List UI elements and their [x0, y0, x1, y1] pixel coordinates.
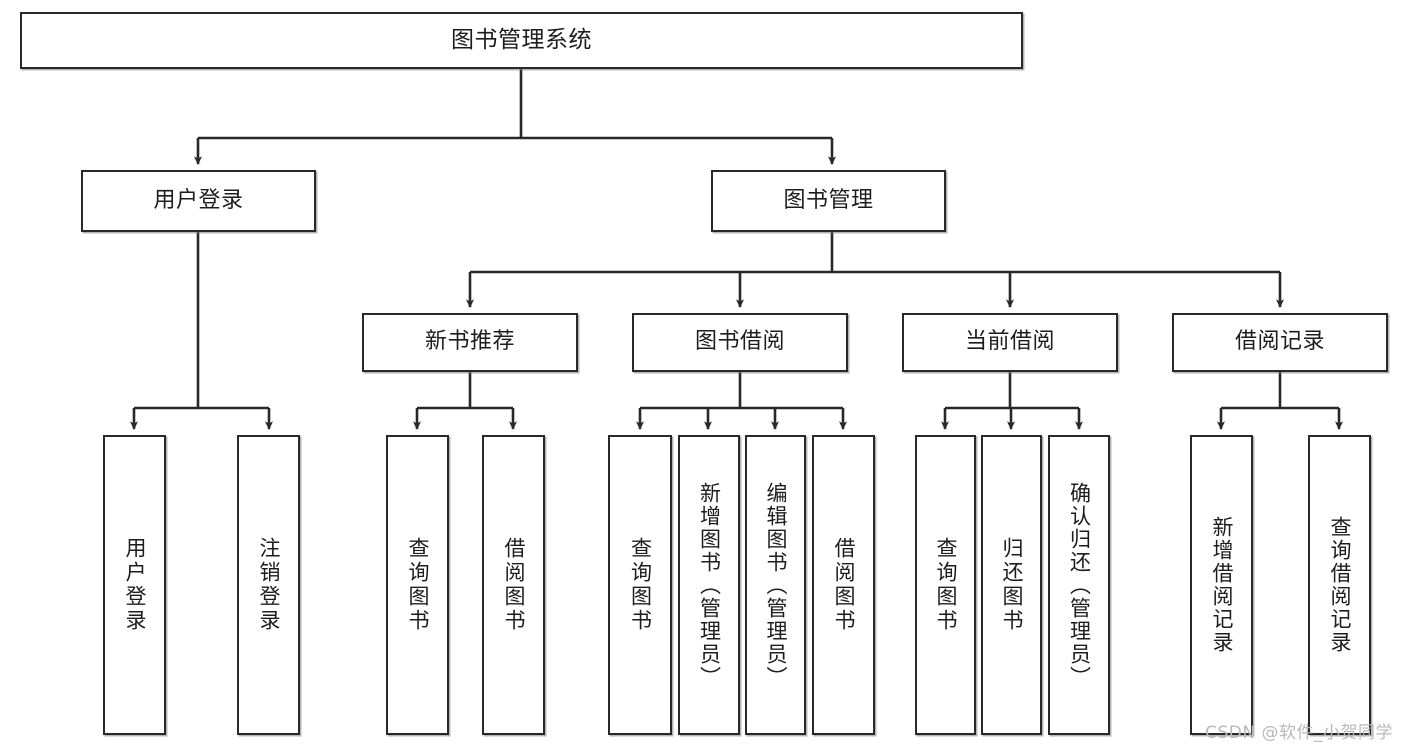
leaf-borrow-record-add-record-label: 新增借阅记录 — [1210, 516, 1234, 654]
leaf-new-book-rec-query-book[interactable]: 查询图书 — [386, 435, 449, 735]
leaf-book-borrow-query-book[interactable]: 查询图书 — [608, 435, 672, 735]
leaf-current-borrow-query-book[interactable]: 查询图书 — [915, 435, 976, 735]
node-new-book-recommendation[interactable]: 新书推荐 — [362, 313, 578, 372]
leaf-user-login-signout[interactable]: 注销登录 — [237, 435, 300, 735]
node-book-borrowing[interactable]: 图书借阅 — [632, 313, 848, 372]
leaf-book-borrow-borrow-book[interactable]: 借阅图书 — [812, 435, 875, 735]
node-book-management[interactable]: 图书管理 — [711, 170, 946, 232]
leaf-user-login-signin-label: 用户登录 — [123, 537, 147, 633]
leaf-borrow-record-query-record-label: 查询借阅记录 — [1328, 516, 1352, 654]
leaf-book-borrow-edit-book-admin-label: 编辑图书（管理员） — [764, 481, 788, 689]
leaf-current-borrow-query-book-label: 查询图书 — [934, 537, 958, 633]
leaf-borrow-record-query-record[interactable]: 查询借阅记录 — [1308, 435, 1371, 735]
node-book-management-label: 图书管理 — [783, 187, 874, 213]
node-book-borrowing-label: 图书借阅 — [694, 329, 785, 355]
leaf-user-login-signout-label: 注销登录 — [257, 537, 281, 633]
leaf-current-borrow-return-book-label: 归还图书 — [1000, 537, 1024, 633]
node-current-borrowing[interactable]: 当前借阅 — [902, 313, 1118, 372]
leaf-new-book-rec-borrow-book[interactable]: 借阅图书 — [482, 435, 545, 735]
node-borrowing-record[interactable]: 借阅记录 — [1172, 313, 1388, 372]
node-root-system-label: 图书管理系统 — [451, 26, 592, 53]
leaf-current-borrow-confirm-return-admin[interactable]: 确认归还（管理员） — [1048, 435, 1110, 735]
leaf-book-borrow-edit-book-admin[interactable]: 编辑图书（管理员） — [745, 435, 806, 735]
leaf-user-login-signin[interactable]: 用户登录 — [103, 435, 166, 735]
leaf-new-book-rec-query-book-label: 查询图书 — [406, 537, 430, 633]
leaf-book-borrow-add-book-admin-label: 新增图书（管理员） — [697, 481, 722, 689]
watermark: CSDN @软件_小贺同学 — [1205, 723, 1393, 743]
leaf-book-borrow-borrow-book-label: 借阅图书 — [832, 537, 856, 633]
node-root-system[interactable]: 图书管理系统 — [20, 12, 1023, 69]
leaf-current-borrow-confirm-return-admin-label: 确认归还（管理员） — [1067, 481, 1092, 689]
node-borrowing-record-label: 借阅记录 — [1234, 329, 1325, 355]
leaf-book-borrow-add-book-admin[interactable]: 新增图书（管理员） — [678, 435, 740, 735]
node-current-borrowing-label: 当前借阅 — [964, 329, 1055, 355]
leaf-current-borrow-return-book[interactable]: 归还图书 — [981, 435, 1042, 735]
leaf-book-borrow-query-book-label: 查询图书 — [628, 537, 653, 633]
node-user-login[interactable]: 用户登录 — [81, 170, 316, 232]
node-user-login-label: 用户登录 — [153, 187, 244, 213]
leaf-new-book-rec-borrow-book-label: 借阅图书 — [502, 537, 526, 633]
node-new-book-recommendation-label: 新书推荐 — [424, 329, 515, 355]
leaf-borrow-record-add-record[interactable]: 新增借阅记录 — [1190, 435, 1253, 735]
